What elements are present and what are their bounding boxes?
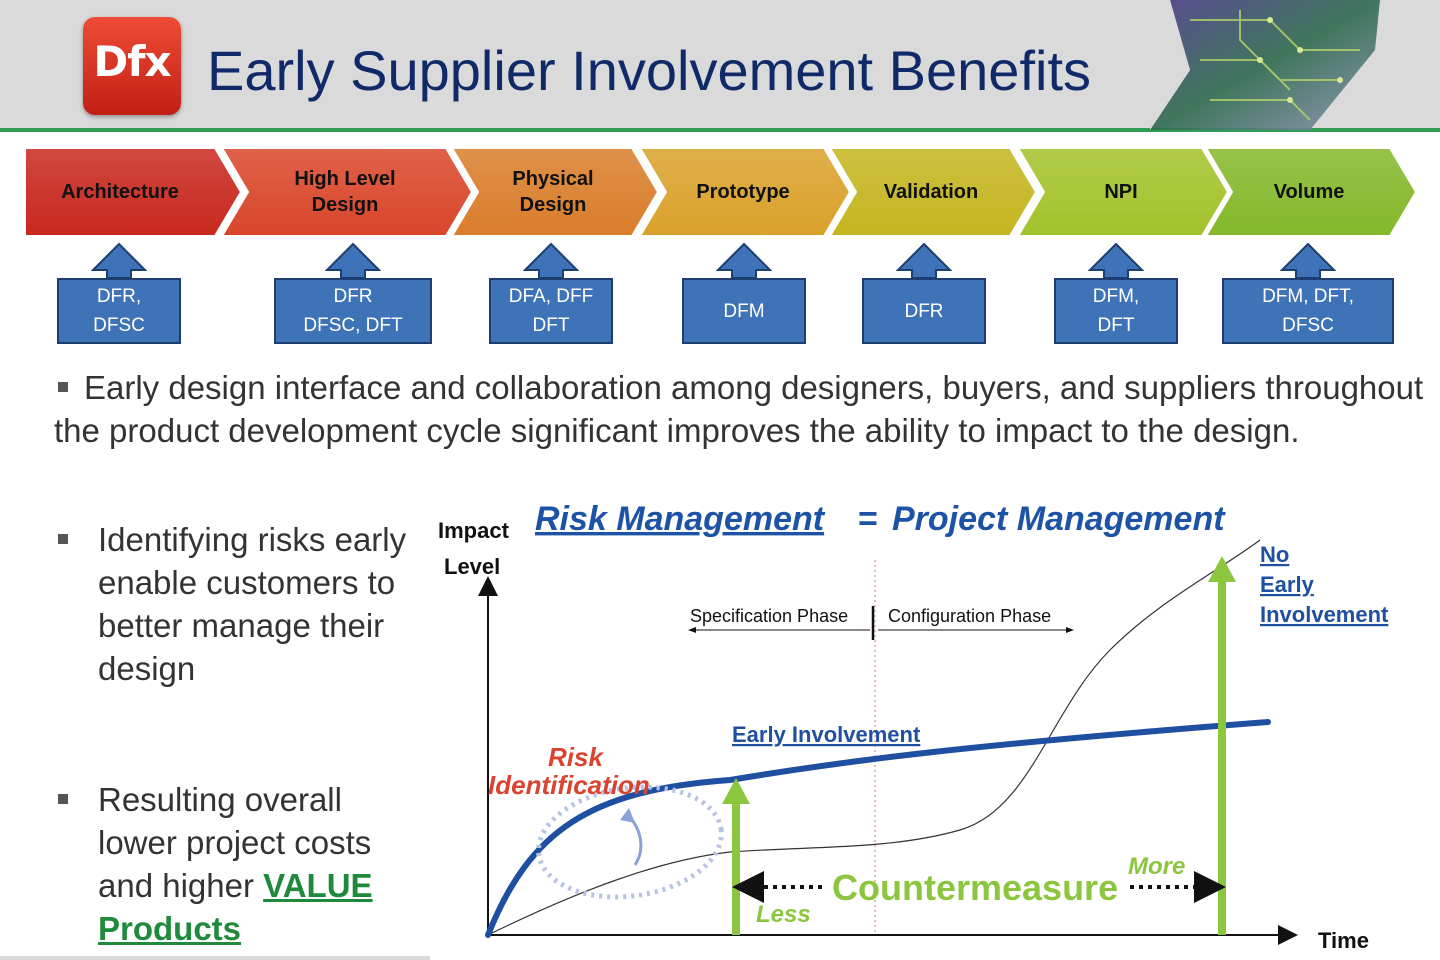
diagram-title-eq: = [858, 500, 878, 538]
logo-text: Dfx [93, 37, 171, 86]
configuration-phase-label: Configuration Phase [888, 606, 1051, 626]
products-link[interactable]: Products [98, 910, 242, 947]
dfx-box-0: DFR, DFSC [57, 278, 181, 344]
bullet-marker [58, 382, 68, 393]
side-bullet-costs-pre: Resulting overall lower project costs an… [98, 781, 372, 904]
main-bullet: Early design interface and collaboration… [54, 366, 1424, 452]
phase-label-6: Volume [1273, 181, 1345, 203]
phase-label-0: Architecture [61, 181, 179, 203]
side-bullet-risks-text: Identifying risks early enable customers… [98, 521, 407, 687]
up-arrow-icon [715, 242, 773, 279]
early-involvement-label: Early Involvement [732, 722, 921, 747]
diagram-title-left: Risk Management [535, 500, 826, 538]
phase-label-5: NPI [1104, 181, 1138, 203]
dfx-box-6: DFM, DFT, DFSC [1222, 278, 1394, 344]
bullet-marker [58, 794, 68, 804]
early-green-arrowhead [722, 778, 750, 804]
more-label: More [1128, 853, 1185, 880]
up-arrow-icon [324, 242, 382, 279]
dfx-box-1: DFR DFSC, DFT [274, 278, 432, 344]
up-arrow-icon [1087, 242, 1145, 279]
phase-chevron-3 [638, 147, 852, 237]
identification-label: Identification [488, 770, 650, 800]
phase-label-2: Physical Design [512, 168, 594, 216]
phase-label-4: Validation [883, 181, 979, 203]
no-early-involvement-curve [487, 539, 1261, 936]
main-bullet-text: Early design interface and collaboration… [54, 369, 1424, 449]
phase-chevron-4 [828, 147, 1038, 237]
header-divider [0, 128, 1440, 132]
phase-chevron-6 [1204, 147, 1418, 237]
specification-phase-label: Specification Phase [690, 606, 848, 626]
dfx-box-3: DFM [682, 278, 806, 344]
risk-management-diagram: Risk Management = Project Management Imp… [438, 500, 1389, 953]
risk-identification-ellipse [536, 784, 724, 900]
dfx-box-4: DFR [862, 278, 986, 344]
phase-chevron-1 [220, 147, 474, 237]
no-early-label-3: Involvement [1260, 602, 1389, 627]
up-arrow-icon [1279, 242, 1337, 279]
x-axis-label: Time [1318, 928, 1369, 953]
phase-label-3: Prototype [696, 181, 790, 203]
early-involvement-curve [485, 719, 1271, 938]
no-early-label-2: Early [1260, 572, 1315, 597]
y-axis-label-level: Level [444, 554, 500, 579]
phase-chevron-5 [1016, 147, 1230, 237]
risk-label: Risk [548, 742, 604, 772]
dfx-box-2: DFA, DFF DFT [489, 278, 613, 344]
footer-divider [0, 956, 430, 960]
less-label: Less [756, 901, 811, 928]
phase-chevron-0 [24, 147, 243, 237]
late-green-arrowhead [1208, 556, 1236, 582]
phase-chevron-2 [450, 147, 660, 237]
page-title: Early Supplier Involvement Benefits [207, 39, 1091, 102]
y-axis-label-impact: Impact [438, 518, 510, 543]
circuit-board-image [1150, 0, 1380, 130]
risk-curve-arrowhead [620, 808, 635, 823]
up-arrow-icon [90, 242, 148, 279]
value-link[interactable]: VALUE [263, 867, 373, 904]
dfx-logo: Dfx [83, 17, 181, 115]
countermeasure-label: Countermeasure [832, 867, 1118, 908]
bullet-marker [58, 534, 68, 544]
up-arrow-icon [895, 242, 953, 279]
dfx-box-5: DFM, DFT [1054, 278, 1178, 344]
phase-label-1: High Level Design [294, 168, 396, 216]
side-bullet-costs-text: Resulting overall lower project costs an… [98, 778, 418, 950]
phase-chevrons [24, 147, 1418, 279]
up-arrow-icon [522, 242, 580, 279]
no-early-label-1: No [1260, 542, 1289, 567]
diagram-title-right: Project Management [892, 500, 1226, 538]
